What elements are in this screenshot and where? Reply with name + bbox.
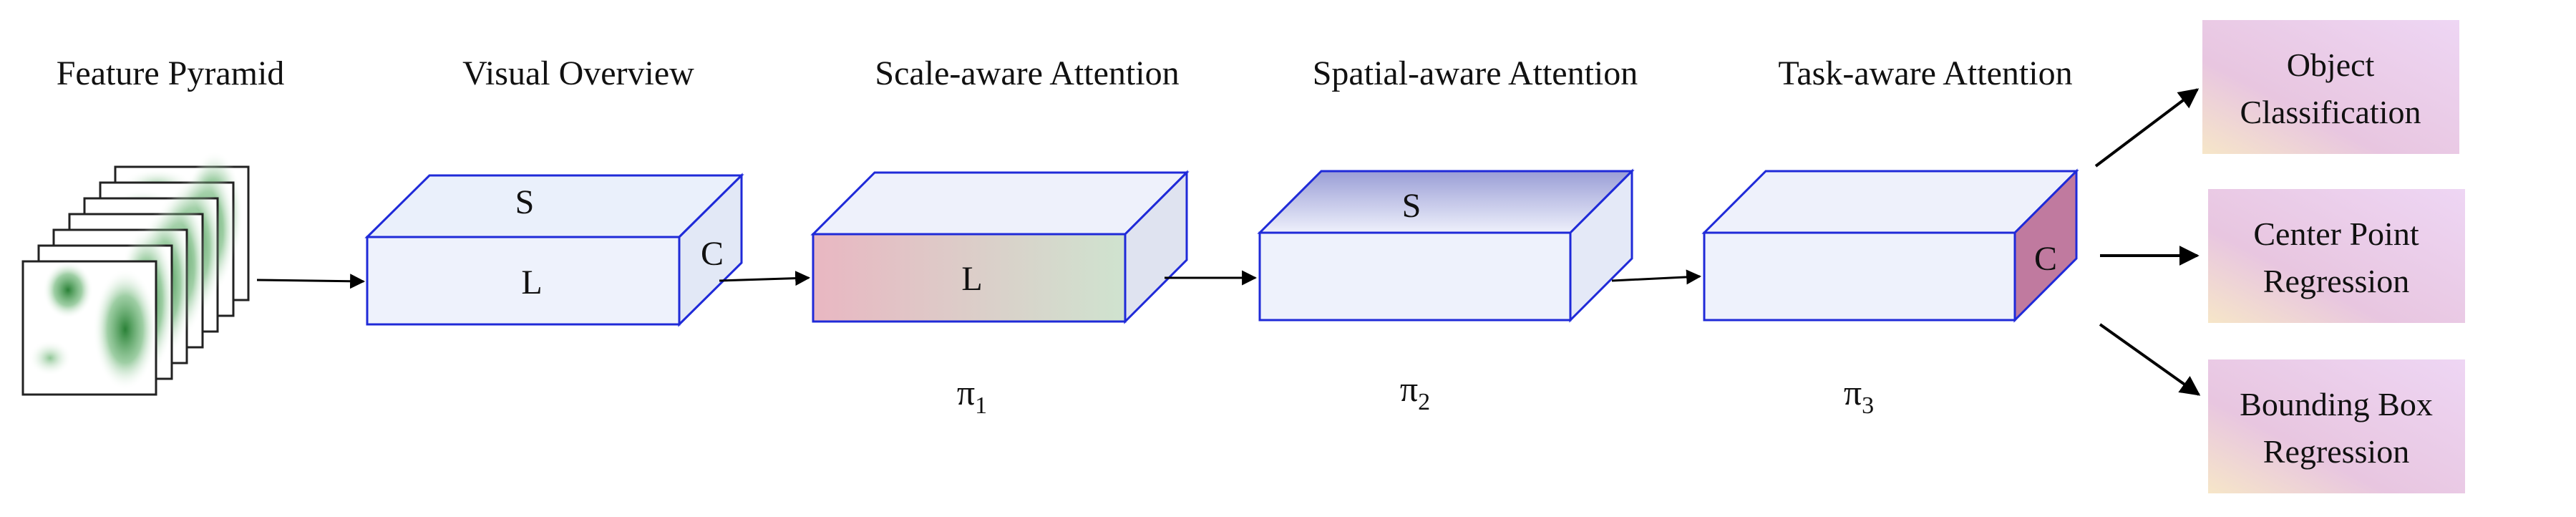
- visual-overview-cube: S L C: [364, 173, 744, 327]
- output-box: [2208, 359, 2465, 493]
- pi-symbol: π: [1844, 372, 1862, 412]
- output-line-1: Center Point: [2253, 216, 2419, 252]
- arrow-spatial-to-task: [1611, 269, 1702, 285]
- output-line-1: Object: [2287, 47, 2375, 83]
- arrow-overview-to-scale: [719, 271, 811, 286]
- heading-scale-aware-attention: Scale-aware Attention: [875, 54, 1179, 92]
- pyramid-layer-front: [21, 260, 157, 396]
- output-box: [2208, 189, 2465, 323]
- arrow-pyramid-to-overview: [256, 274, 366, 289]
- pi-symbol: π: [957, 372, 975, 412]
- label-s: S: [1402, 187, 1421, 225]
- cube-front-face: [1258, 231, 1572, 322]
- cube-top-face: [810, 171, 1190, 236]
- label-c: C: [2034, 240, 2057, 278]
- cube-top-face: [1257, 170, 1635, 234]
- heading-task-aware-attention: Task-aware Attention: [1778, 54, 2072, 92]
- cube-top-face: [1701, 170, 2079, 234]
- pi-1-label: π1: [957, 372, 987, 419]
- label-s: S: [515, 183, 535, 221]
- heading-spatial-aware-attention: Spatial-aware Attention: [1313, 54, 1638, 92]
- output-line-2: Regression: [2263, 263, 2409, 299]
- scale-aware-cube: L: [810, 170, 1190, 324]
- output-line-2: Classification: [2240, 94, 2421, 130]
- pi-subscript: 2: [1418, 389, 1430, 415]
- cube-top-face: [364, 174, 744, 238]
- label-l: L: [521, 264, 542, 301]
- spatial-aware-cube: S: [1257, 168, 1635, 323]
- output-box: [2202, 20, 2459, 154]
- label-c: C: [701, 235, 724, 273]
- feature-pyramid-stack: [21, 150, 250, 396]
- pi-2-label: π2: [1400, 369, 1430, 415]
- pi-3-label: π3: [1844, 372, 1874, 419]
- pi-subscript: 1: [975, 392, 987, 419]
- output-center-point-regression: Center Point Regression: [2208, 189, 2465, 323]
- output-object-classification: Object Classification: [2202, 20, 2459, 154]
- cube-front-face: [1703, 231, 2016, 322]
- output-line-1: Bounding Box: [2240, 386, 2433, 422]
- cube-front-face: [366, 236, 681, 326]
- task-aware-cube: C: [1701, 168, 2079, 323]
- output-bounding-box-regression: Bounding Box Regression: [2208, 359, 2465, 493]
- arrow-to-object-classification: [2094, 88, 2200, 168]
- heading-feature-pyramid: Feature Pyramid: [57, 54, 285, 92]
- heading-visual-overview: Visual Overview: [462, 54, 694, 92]
- arrow-to-bounding-box-regression: [2099, 323, 2201, 396]
- pi-subscript: 3: [1862, 392, 1874, 419]
- label-l: L: [961, 260, 982, 298]
- pi-symbol: π: [1400, 369, 1418, 409]
- cube-front-face: [812, 233, 1127, 323]
- output-line-2: Regression: [2263, 433, 2409, 470]
